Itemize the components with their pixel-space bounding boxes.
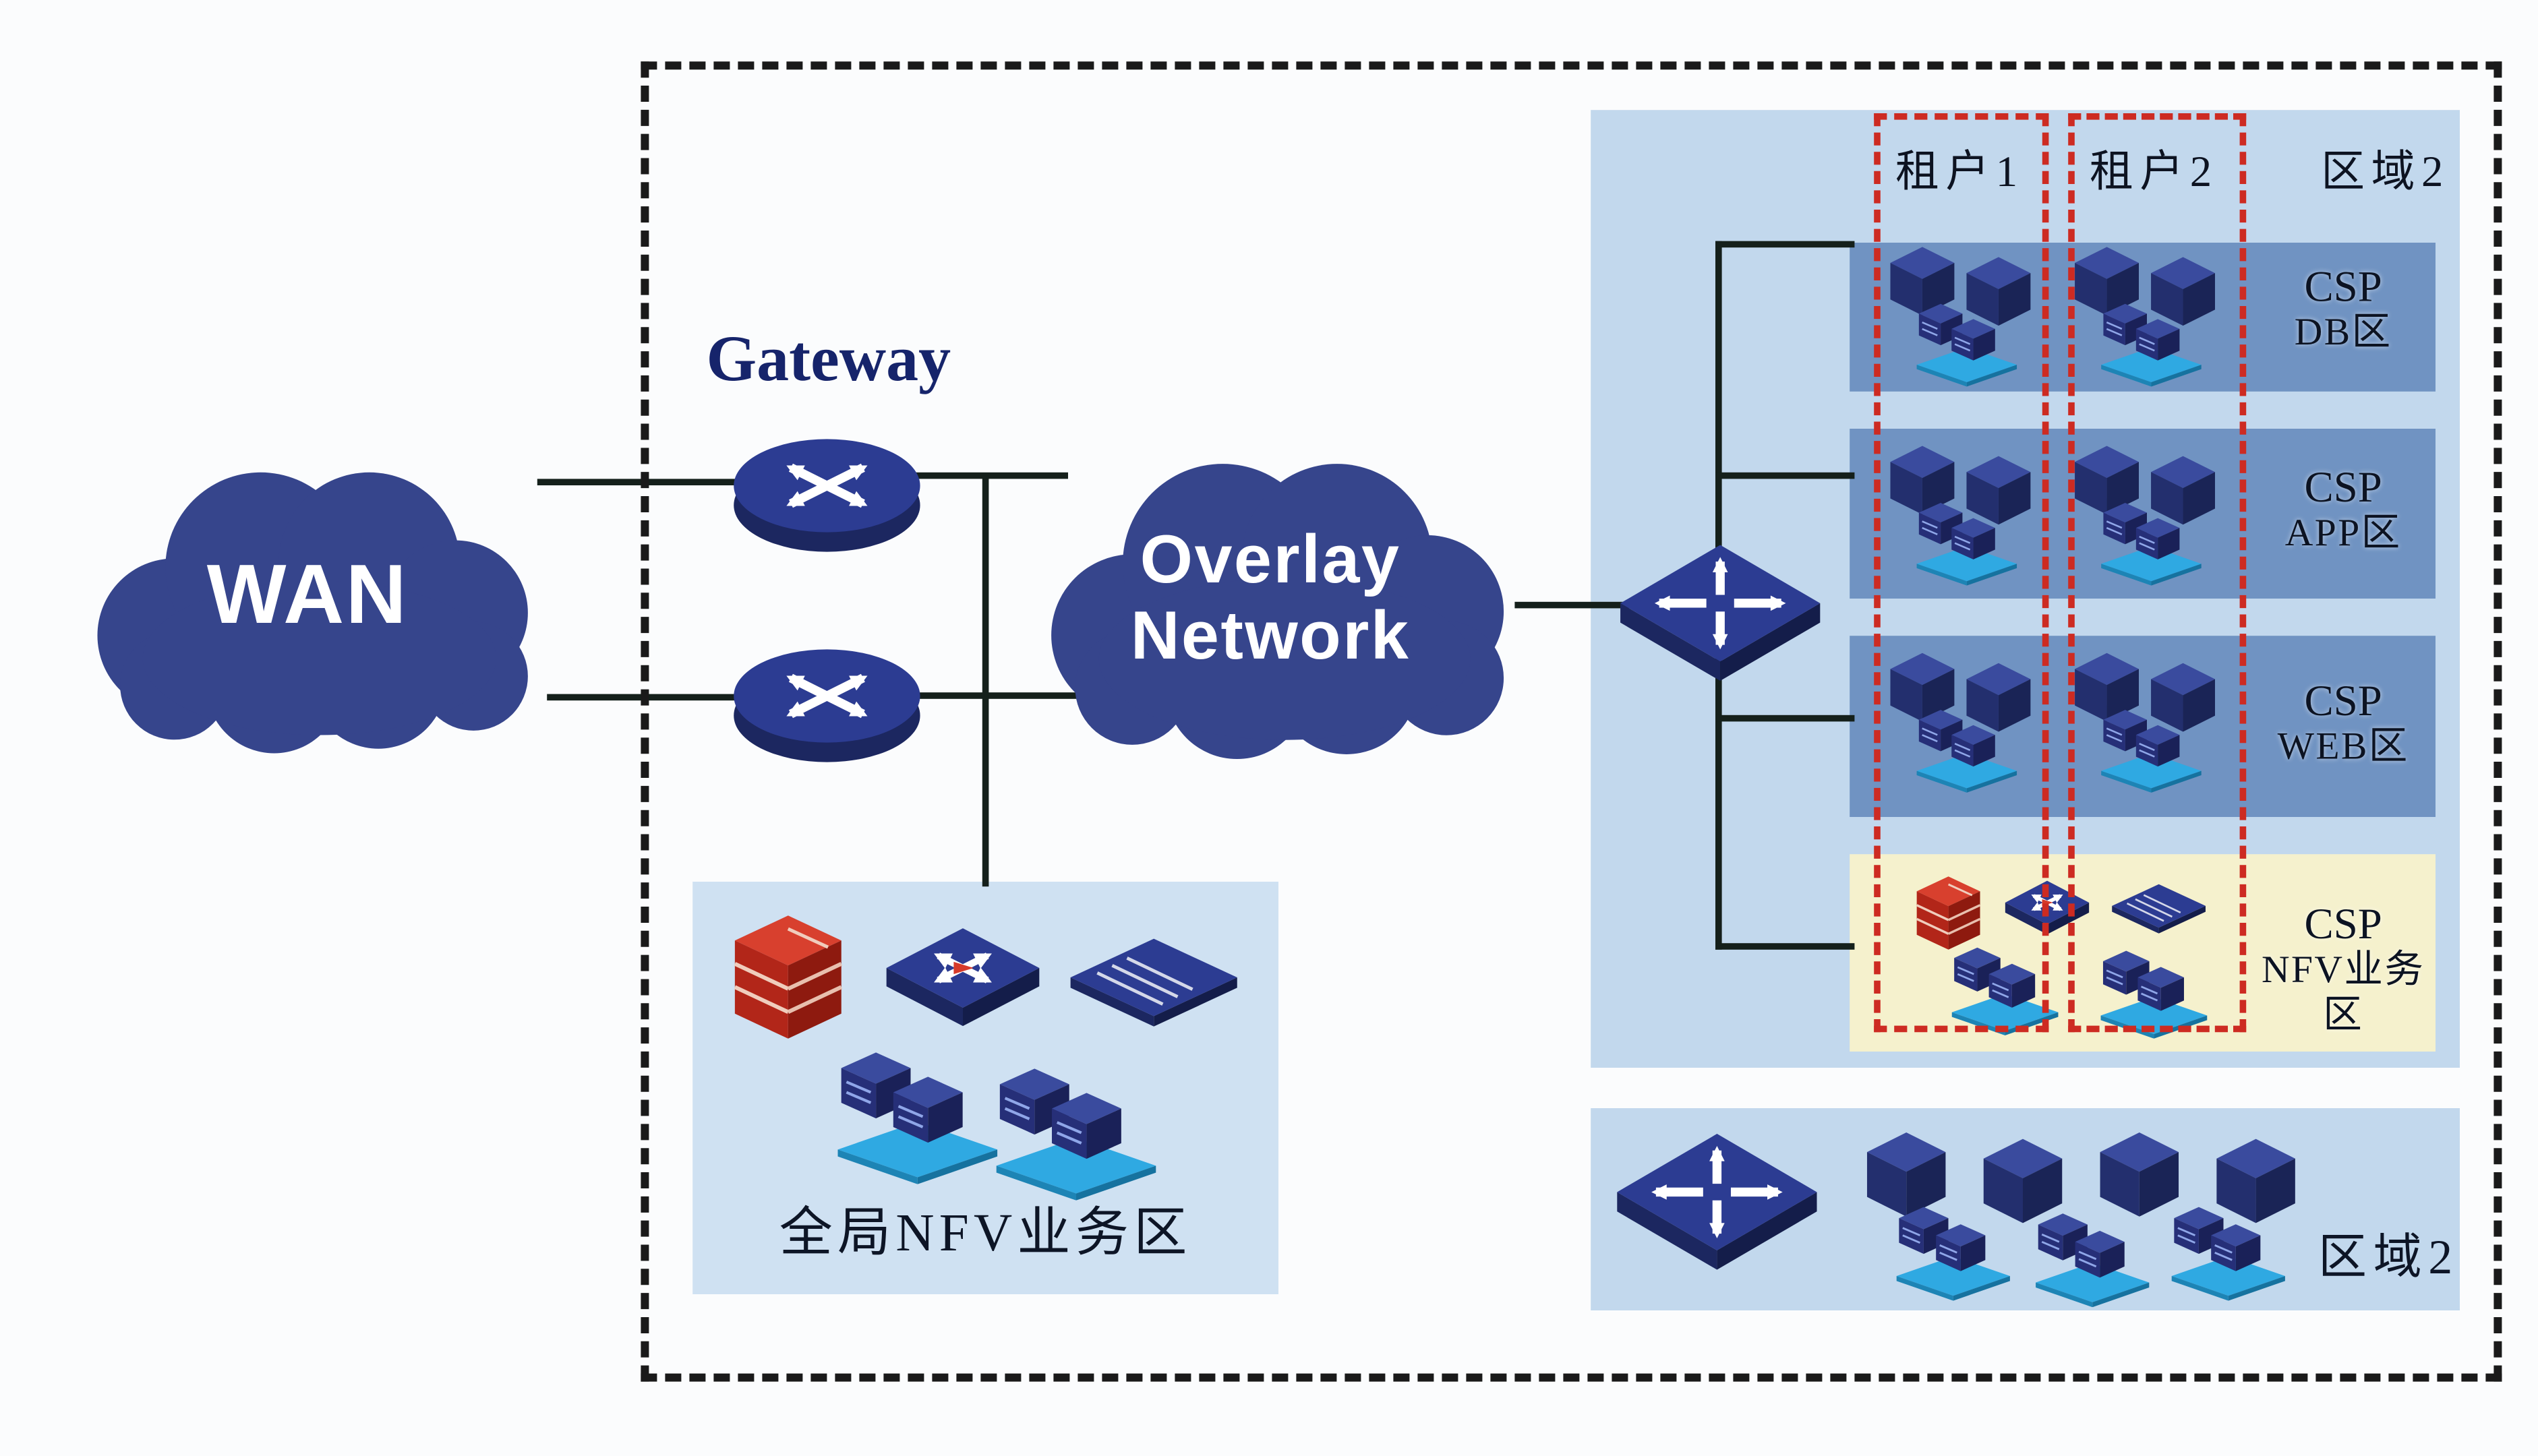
csp-app-label-line2: APP区 (2284, 512, 2402, 555)
tenant1-label: 租户1 (1895, 147, 2024, 196)
global-nfv-label: 全局NFV业务区 (779, 1205, 1192, 1264)
csp-app-label-line1: CSP (2304, 462, 2382, 512)
tenant2-label: 租户2 (2090, 147, 2218, 196)
zone-bottom-label: 区域2 (2318, 1231, 2459, 1285)
tenant2-dashed-frame (2068, 113, 2247, 1033)
csp-nfv-label-line1: CSP (2304, 899, 2382, 948)
overlay-network-label: Overlay Network (1003, 521, 1537, 673)
csp-db-label-line2: DB区 (2294, 312, 2392, 355)
connector-gateway1-overlay (916, 472, 1069, 479)
overlay-label-line2: Network (1130, 597, 1411, 673)
csp-app-label: CSP APP区 (2253, 462, 2434, 557)
connector-wan-gateway2 (547, 694, 758, 701)
connector-branch-nfv (1715, 943, 1855, 950)
tenant1-dashed-frame (1874, 113, 2049, 1033)
connector-gateway2-overlay (916, 692, 1091, 699)
datacenter-dashed-boundary (641, 61, 2502, 1382)
overlay-label-line1: Overlay (1140, 520, 1401, 597)
gateway-label: Gateway (706, 322, 951, 395)
csp-web-label: CSP WEB区 (2253, 676, 2434, 771)
connector-branch-app (1715, 472, 1855, 479)
csp-db-label: CSP DB区 (2253, 262, 2434, 357)
connector-overlay-switch (1514, 601, 1632, 609)
connector-branch-db (1715, 241, 1855, 248)
csp-web-label-line2: WEB区 (2277, 726, 2409, 769)
csp-nfv-label: CSP NFV业务区 (2253, 899, 2434, 1039)
csp-db-label-line1: CSP (2304, 262, 2382, 311)
wan-label: WAN (206, 548, 409, 642)
connector-gateway-globalnfv (982, 475, 989, 887)
csp-web-label-line1: CSP (2304, 676, 2382, 725)
connector-branch-web (1715, 715, 1855, 722)
csp-nfv-label-line2: NFV业务区 (2261, 949, 2425, 1037)
zone-top-label: 区域2 (2321, 147, 2450, 196)
